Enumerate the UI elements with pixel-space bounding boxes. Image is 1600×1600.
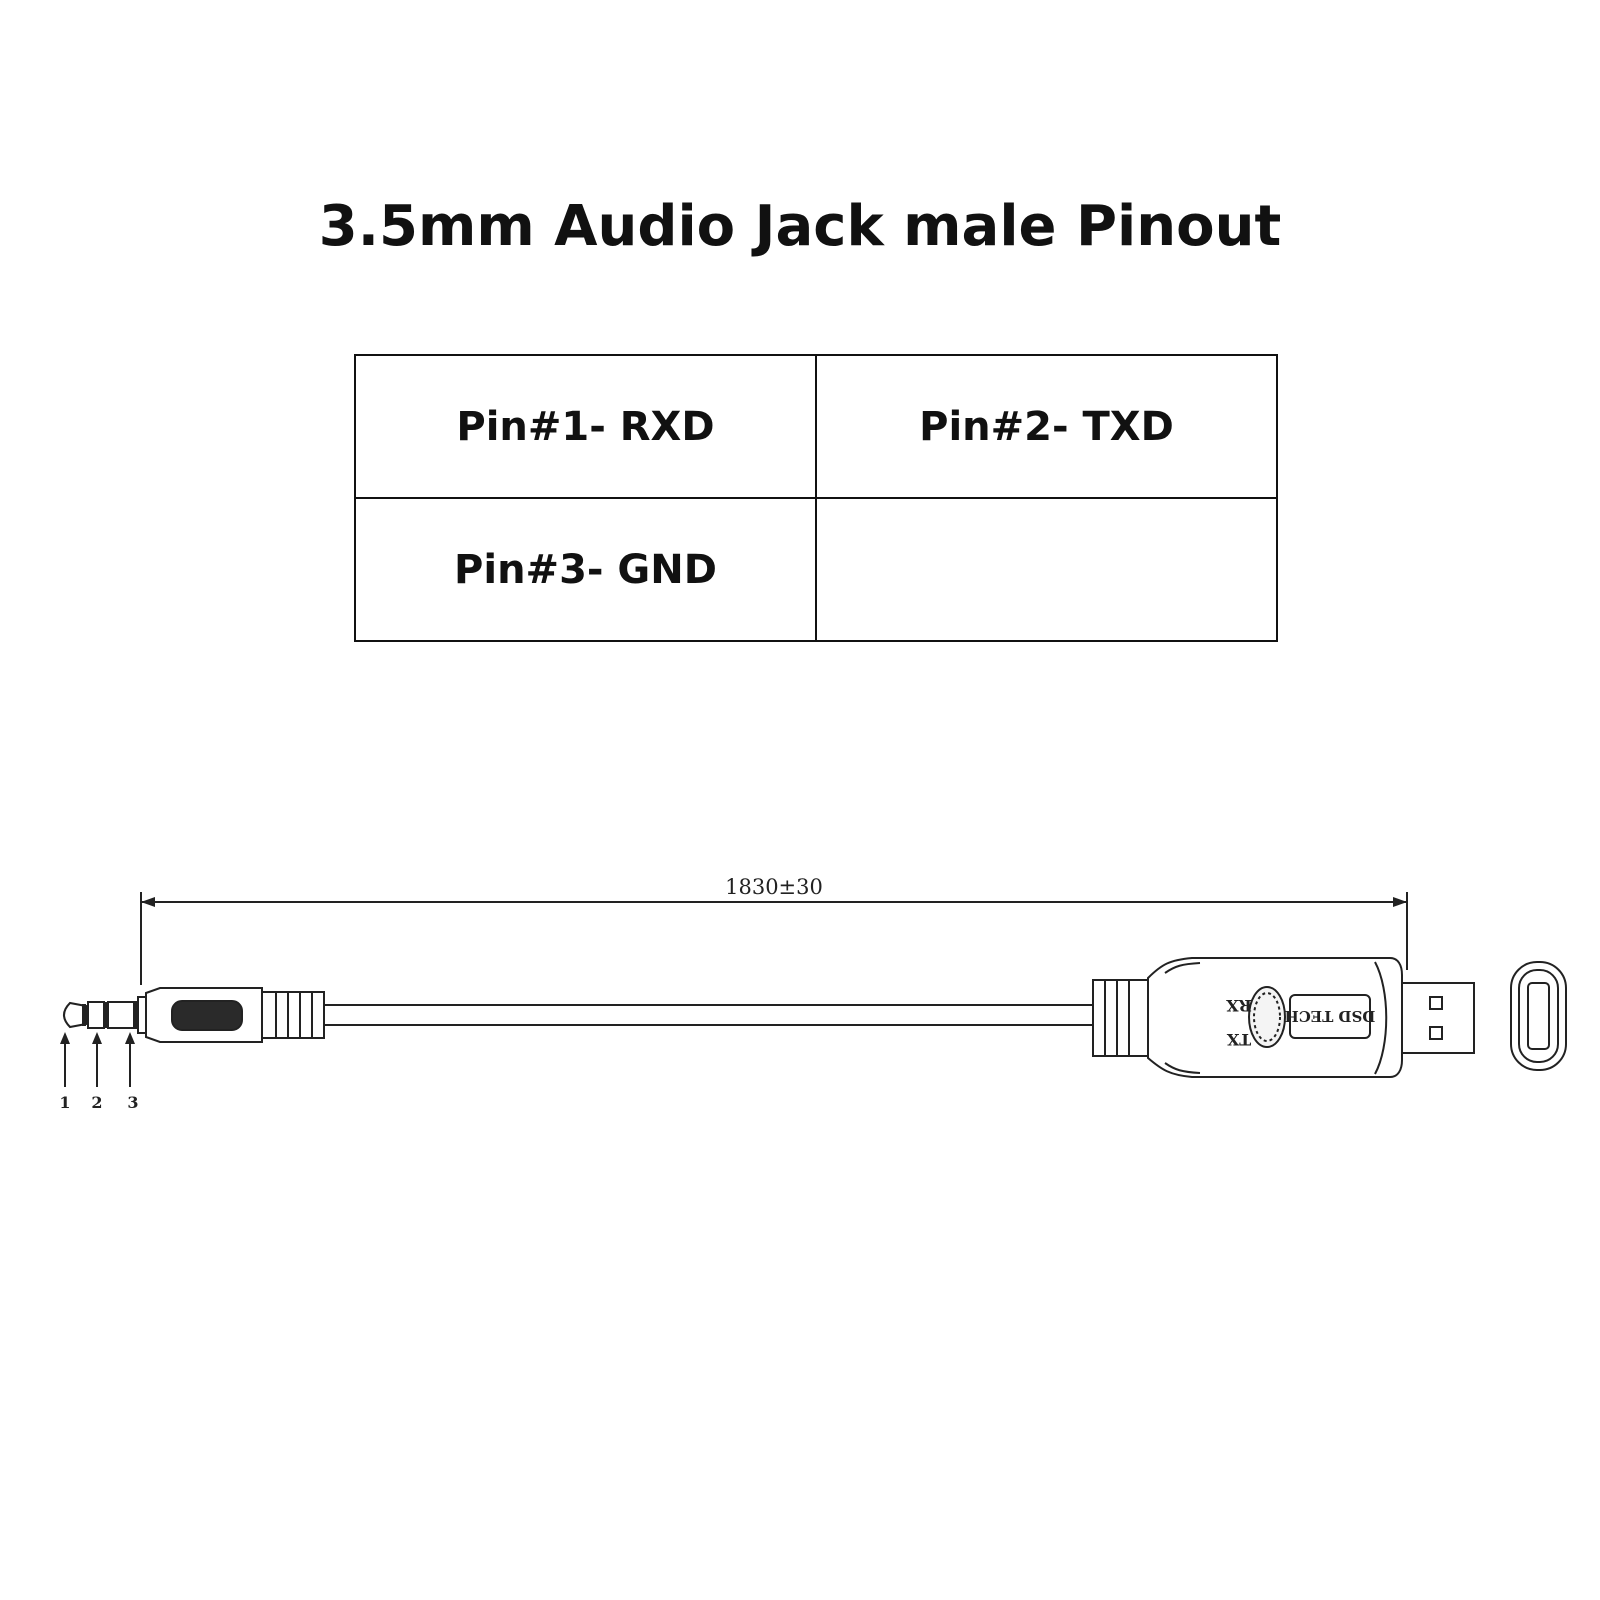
usb-end-view — [1510, 961, 1567, 1071]
pin-2-cell: Pin#2- TXD — [815, 354, 1278, 499]
pin-number-1: 1 — [59, 1093, 70, 1112]
pin-number-2: 2 — [91, 1093, 102, 1112]
rx-label: RX — [1226, 996, 1252, 1015]
pin-3-cell: Pin#3- GND — [354, 497, 817, 642]
pinout-table: Pin#1- RXD Pin#2- TXD Pin#3- GND — [354, 354, 1278, 642]
tx-label: TX — [1226, 1030, 1251, 1049]
usb-adapter — [1092, 957, 1475, 1078]
table-row: Pin#3- GND — [354, 497, 1278, 642]
page-title: 3.5mm Audio Jack male Pinout — [318, 194, 1282, 259]
pin-number-3: 3 — [127, 1093, 138, 1112]
cable-drawing: 1830±30 — [59, 875, 1567, 1112]
length-dimension — [140, 892, 1408, 985]
brand-label: DSD TECH — [1285, 1007, 1376, 1025]
pin-arrows — [60, 1032, 135, 1087]
pin-1-cell: Pin#1- RXD — [354, 354, 817, 499]
table-row: Pin#1- RXD Pin#2- TXD — [354, 354, 1278, 499]
length-dimension-label: 1830±30 — [725, 875, 823, 899]
audio-jack-plug — [63, 987, 325, 1043]
cable — [324, 1004, 1093, 1026]
empty-cell — [815, 497, 1278, 642]
